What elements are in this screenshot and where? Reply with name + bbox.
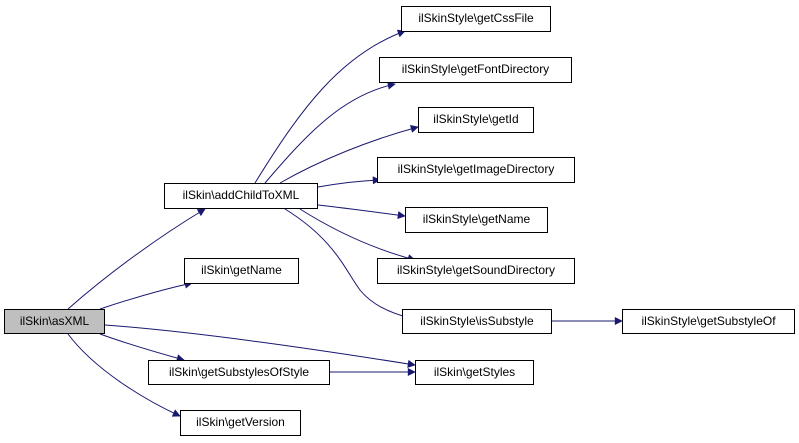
edge-asxml-getversion — [67, 333, 181, 417]
node-ilskin-getname[interactable]: ilSkin\getName — [184, 258, 299, 284]
edge-addchild-issubstyle — [284, 208, 411, 321]
node-ilskinstyle-getfontdirectory[interactable]: ilSkinStyle\getFontDirectory — [379, 57, 572, 83]
node-ilskin-getsubstylesofstyle[interactable]: ilSkin\getSubstylesOfStyle — [148, 360, 330, 385]
node-ilskinstyle-getimagedirectory[interactable]: ilSkinStyle\getImageDirectory — [377, 157, 575, 183]
node-ilskinstyle-getid[interactable]: ilSkinStyle\getId — [418, 107, 534, 133]
node-ilskinstyle-getsounddirectory[interactable]: ilSkinStyle\getSoundDirectory — [377, 258, 575, 284]
edge-addchild-getname — [317, 204, 406, 220]
node-ilskinstyle-getcssfile[interactable]: ilSkinStyle\getCssFile — [401, 6, 551, 32]
node-ilskin-getstyles[interactable]: ilSkin\getStyles — [415, 360, 534, 385]
edge-asxml-addchildtoxml — [67, 208, 206, 310]
node-ilskinstyle-issubstyle[interactable]: ilSkinStyle\isSubstyle — [402, 309, 552, 334]
edge-asxml-getstyles — [104, 324, 416, 368]
edge-addchild-getcssfile — [254, 29, 406, 184]
edge-asxml-getsubstylesofstyle — [99, 333, 185, 362]
node-ilskin-getversion[interactable]: ilSkin\getVersion — [180, 410, 301, 436]
edge-addchild-getid — [279, 125, 419, 184]
edge-asxml-getname — [99, 280, 193, 310]
node-ilskinstyle-getname[interactable]: ilSkinStyle\getName — [405, 207, 548, 233]
node-ilskin-asxml: ilSkin\asXML — [4, 309, 105, 334]
node-ilskin-addchildtoxml[interactable]: ilSkin\addChildToXML — [164, 183, 318, 209]
node-ilskinstyle-getsubstyleof[interactable]: ilSkinStyle\getSubstyleOf — [622, 309, 795, 334]
edge-addchild-getfontdirectory — [264, 81, 396, 184]
edge-addchild-getimagedirectory — [317, 176, 381, 188]
edges — [67, 29, 623, 417]
edge-addchild-getsounddirectory — [299, 208, 416, 263]
